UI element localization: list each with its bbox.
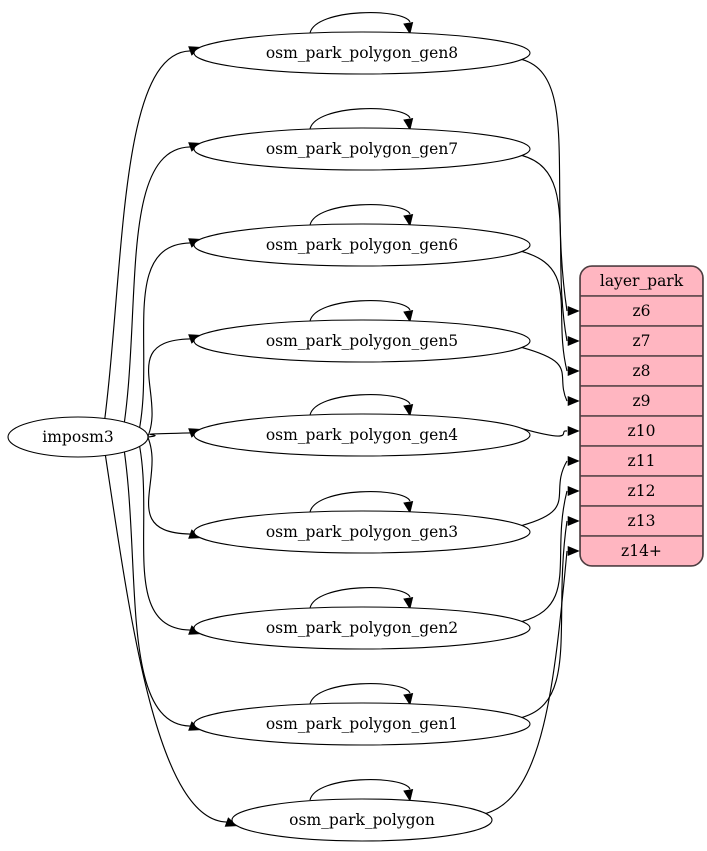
node-gen2-label: osm_park_polygon_gen2 <box>266 619 458 637</box>
edge-node-to-layer-row <box>521 520 568 719</box>
edge-imposm3-to-table <box>134 242 191 449</box>
edge-arrowhead <box>567 365 580 377</box>
edge-arrowhead <box>567 305 580 317</box>
table-row-label: z12 <box>628 482 656 500</box>
self-loop-arrowhead <box>403 214 414 227</box>
edge-node-to-layer-row <box>521 250 568 372</box>
self-loop-arrowhead <box>403 310 414 323</box>
node-gen8: osm_park_polygon_gen8 <box>193 31 531 75</box>
self-loop-edge <box>309 204 411 226</box>
table-row-label: z7 <box>632 332 650 350</box>
table-row-label: z11 <box>628 452 656 470</box>
node-gen3: osm_park_polygon_gen3 <box>193 510 531 554</box>
edge-node-to-layer-row <box>521 460 568 527</box>
self-loop-edge <box>309 394 411 416</box>
table-row-label: z13 <box>628 512 656 530</box>
table-outline <box>579 265 704 567</box>
edge-arrowhead <box>567 395 580 407</box>
node-base-shape[interactable] <box>231 798 493 842</box>
self-loop-arrowhead <box>403 693 414 706</box>
node-gen7-shape[interactable] <box>193 127 531 171</box>
node-gen2: osm_park_polygon_gen2 <box>193 606 531 650</box>
node-gen5-label: osm_park_polygon_gen5 <box>266 332 458 350</box>
edge-imposm3-to-table <box>144 338 191 444</box>
node-gen8-label: osm_park_polygon_gen8 <box>266 44 458 62</box>
table-row-cell <box>580 385 703 417</box>
self-loop-arrowhead <box>403 789 414 802</box>
self-loop-edge <box>309 683 411 705</box>
edge-node-to-layer-row <box>521 346 568 402</box>
table-row-label: z6 <box>632 302 650 320</box>
edge-node-to-layer-row <box>485 550 568 815</box>
table-row-label: z8 <box>632 362 650 380</box>
self-loop-arrowhead <box>403 597 414 610</box>
node-gen4-shape[interactable] <box>193 413 531 457</box>
edge-arrowhead <box>567 455 580 467</box>
edge-imposm3-to-table <box>147 432 191 438</box>
table-cells: layer_park z6 z7 z8 z9 z10 z11 z12 z13 z14+ <box>580 266 703 566</box>
edge-arrowhead <box>567 425 580 437</box>
table-row-cell <box>580 325 703 357</box>
self-loop-edge <box>309 491 411 513</box>
self-loop-arrowhead <box>403 501 414 514</box>
self-loop-edge <box>309 779 411 801</box>
node-gen6: osm_park_polygon_gen6 <box>193 223 531 267</box>
edges-layer <box>99 46 580 827</box>
self-loop-edge <box>309 587 411 609</box>
edge-node-to-layer-row <box>521 490 568 623</box>
table-row-label: z14+ <box>621 542 662 560</box>
node-gen3-label: osm_park_polygon_gen3 <box>266 523 458 541</box>
self-loop-edge <box>309 300 411 322</box>
node-gen6-label: osm_park_polygon_gen6 <box>266 236 458 254</box>
edge-arrowhead <box>567 485 580 497</box>
node-gen4: osm_park_polygon_gen4 <box>193 413 531 457</box>
layer-park-table: layer_park z6 z7 z8 z9 z10 z11 z12 z13 z14+ <box>579 265 704 567</box>
self-loop-edge <box>309 12 411 34</box>
node-gen4-label: osm_park_polygon_gen4 <box>266 426 458 444</box>
node-gen7-label: osm_park_polygon_gen7 <box>266 140 458 158</box>
node-imposm3-shape[interactable] <box>7 416 149 458</box>
node-base: osm_park_polygon <box>231 798 493 842</box>
node-gen6-shape[interactable] <box>193 223 531 267</box>
node-gen5-shape[interactable] <box>193 319 531 363</box>
node-gen1-label: osm_park_polygon_gen1 <box>266 715 458 733</box>
node-gen7: osm_park_polygon_gen7 <box>193 127 531 171</box>
edge-arrowhead <box>567 515 580 527</box>
node-gen3-shape[interactable] <box>193 510 531 554</box>
nodes-layer: osm_park_polygon_gen8 osm_park_polygon_ge… <box>7 12 531 842</box>
node-imposm3-label: imposm3 <box>42 428 113 446</box>
table-row-cell <box>580 535 703 566</box>
self-loop-arrowhead <box>403 22 414 35</box>
edge-node-to-layer-row <box>521 427 568 437</box>
edge-node-to-layer-row <box>521 58 568 312</box>
edge-arrowhead <box>567 335 580 347</box>
edge-imposm3-to-table <box>99 50 191 457</box>
edge-imposm3-to-table <box>134 425 191 631</box>
node-gen5: osm_park_polygon_gen5 <box>193 319 531 363</box>
edge-imposm3-to-table <box>118 420 191 727</box>
node-gen1-shape[interactable] <box>193 702 531 746</box>
edge-node-to-layer-row <box>521 154 568 342</box>
node-imposm3: imposm3 <box>7 416 149 458</box>
self-loop-edge <box>309 108 411 130</box>
node-gen8-shape[interactable] <box>193 31 531 75</box>
edge-imposm3-to-table <box>99 417 227 823</box>
node-gen1: osm_park_polygon_gen1 <box>193 702 531 746</box>
node-base-label: osm_park_polygon <box>289 811 435 829</box>
table-row-label: z9 <box>632 392 650 410</box>
edge-imposm3-to-table <box>144 430 191 535</box>
table-header-label: layer_park <box>600 272 684 290</box>
table-row-cell <box>580 295 703 327</box>
node-gen2-shape[interactable] <box>193 606 531 650</box>
table-row-label: z10 <box>628 422 656 440</box>
self-loop-arrowhead <box>403 118 414 131</box>
self-loop-arrowhead <box>403 404 414 417</box>
edge-arrowhead <box>567 545 580 557</box>
table-row-cell <box>580 355 703 387</box>
edge-imposm3-to-table <box>118 146 191 454</box>
